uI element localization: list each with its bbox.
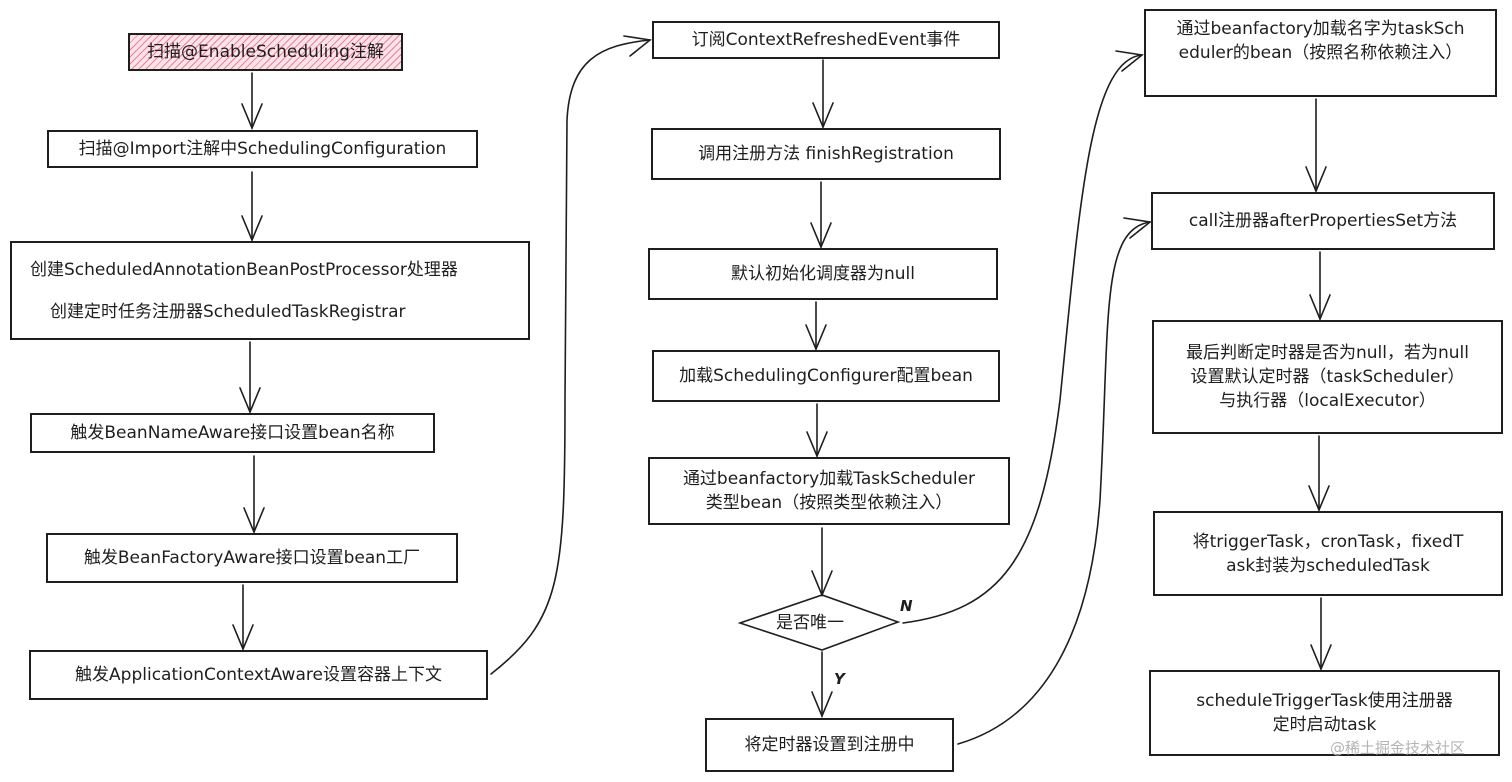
node-subscribe-context-refreshed: 订阅ContextRefreshedEvent事件	[652, 21, 1000, 59]
node-text: 加载SchedulingConfigurer配置bean	[679, 366, 973, 386]
node-text: ask封装为scheduledTask	[1226, 555, 1430, 576]
node-load-task-scheduler-by-type: 通过beanfactory加载TaskScheduler 类型bean（按照类型…	[648, 457, 1010, 525]
arrow-n3-n4-head	[239, 387, 261, 415]
node-text: 定时启动task	[1272, 715, 1377, 735]
node-create-processor: 创建ScheduledAnnotationBeanPostProcessor处理…	[10, 241, 530, 340]
node-check-default-scheduler: 最后判断定时器是否为null，若为null 设置默认定时器（taskSchedu…	[1152, 320, 1503, 434]
watermark: @稀土掘金技术社区	[1330, 739, 1466, 757]
arrow-n2-n3-head	[241, 215, 263, 243]
arrow-m6-r2	[957, 221, 1151, 745]
arrow-r1-r2-head	[1305, 166, 1327, 194]
node-text: 通过beanfactory加载名字为taskSch	[1176, 19, 1465, 39]
arrow-n6-m1-head	[623, 35, 652, 57]
node-text: 创建ScheduledAnnotationBeanPostProcessor处理…	[30, 259, 458, 280]
node-text: call注册器afterPropertiesSet方法	[1188, 211, 1458, 231]
arrow-m4-m5-head	[806, 431, 828, 459]
node-text: 扫描@EnableScheduling注解	[147, 42, 384, 62]
edge-label-yes: Y	[834, 670, 845, 688]
arrow-n4-n5-head	[243, 507, 265, 535]
node-text: 最后判断定时器是否为null，若为null	[1186, 343, 1469, 363]
node-schedule-trigger-task: scheduleTriggerTask使用注册器 定时启动task	[1149, 670, 1500, 756]
node-text: 触发BeanFactoryAware接口设置bean工厂	[83, 548, 421, 568]
arrow-d1-m6-head	[811, 691, 833, 719]
arrow-m1-m2-head	[812, 102, 834, 130]
arrow-r3-r4-head	[1308, 485, 1330, 513]
arrow-m2-m3-head	[810, 222, 832, 250]
node-text: 设置默认定时器（taskScheduler）	[1190, 367, 1465, 387]
node-wrap-scheduled-task: 将triggerTask，cronTask，fixedT ask封装为sched…	[1153, 511, 1503, 596]
node-text: 创建定时任务注册器ScheduledTaskRegistrar	[50, 301, 406, 322]
node-text: 触发BeanNameAware接口设置bean名称	[70, 423, 395, 443]
arrow-n5-n6-head	[232, 624, 254, 652]
arrow-n6-m1	[490, 39, 651, 675]
node-text: 将定时器设置到注册中	[744, 735, 915, 755]
node-text: 扫描@Import注解中SchedulingConfiguration	[78, 139, 447, 159]
arrow-d1-r1	[902, 54, 1143, 624]
node-scan-import: 扫描@Import注解中SchedulingConfiguration	[47, 130, 478, 168]
arrow-m5-d1-head	[811, 570, 833, 598]
node-text: scheduleTriggerTask使用注册器	[1196, 691, 1453, 711]
decision-text: 是否唯一	[776, 613, 844, 633]
node-scan-enable-scheduling: 扫描@EnableScheduling注解	[128, 33, 403, 71]
arrow-m6-r2-head	[1123, 217, 1152, 239]
node-application-context-aware: 触发ApplicationContextAware设置容器上下文	[29, 650, 488, 700]
node-text: 通过beanfactory加载TaskScheduler	[682, 469, 976, 489]
node-call-after-properties-set: call注册器afterPropertiesSet方法	[1151, 192, 1495, 250]
arrow-r4-r5-head	[1310, 644, 1332, 672]
arrow-m3-m4-head	[805, 324, 827, 352]
node-text: 订阅ContextRefreshedEvent事件	[691, 30, 961, 50]
arrow-n1-n2-head	[241, 103, 263, 131]
node-finish-registration: 调用注册方法 finishRegistration	[651, 128, 1001, 180]
node-text: 与执行器（localExecutor）	[1219, 391, 1436, 411]
arrow-r2-r3-head	[1309, 294, 1331, 322]
decision-is-unique: 是否唯一	[760, 608, 860, 633]
node-text: 默认初始化调度器为null	[731, 264, 915, 284]
node-load-task-scheduler-by-name: 通过beanfactory加载名字为taskSch eduler的bean（按照…	[1144, 9, 1497, 97]
node-text: 调用注册方法 finishRegistration	[698, 144, 954, 164]
node-bean-name-aware: 触发BeanNameAware接口设置bean名称	[30, 413, 435, 453]
node-text: 触发ApplicationContextAware设置容器上下文	[75, 665, 442, 685]
node-text: 将triggerTask，cronTask，fixedT	[1192, 531, 1464, 552]
arrow-d1-r1-head	[1115, 50, 1144, 72]
node-set-scheduler-to-registrar: 将定时器设置到注册中	[705, 718, 954, 772]
edge-label-no: N	[900, 597, 913, 615]
node-default-scheduler-null: 默认初始化调度器为null	[648, 248, 998, 300]
node-load-scheduling-configurer: 加载SchedulingConfigurer配置bean	[652, 350, 1000, 402]
decision-diamond	[737, 594, 901, 651]
node-bean-factory-aware: 触发BeanFactoryAware接口设置bean工厂	[46, 533, 458, 583]
node-text: eduler的bean（按照名称依赖注入）	[1178, 43, 1463, 63]
node-text: 类型bean（按照类型依赖注入）	[705, 493, 953, 513]
